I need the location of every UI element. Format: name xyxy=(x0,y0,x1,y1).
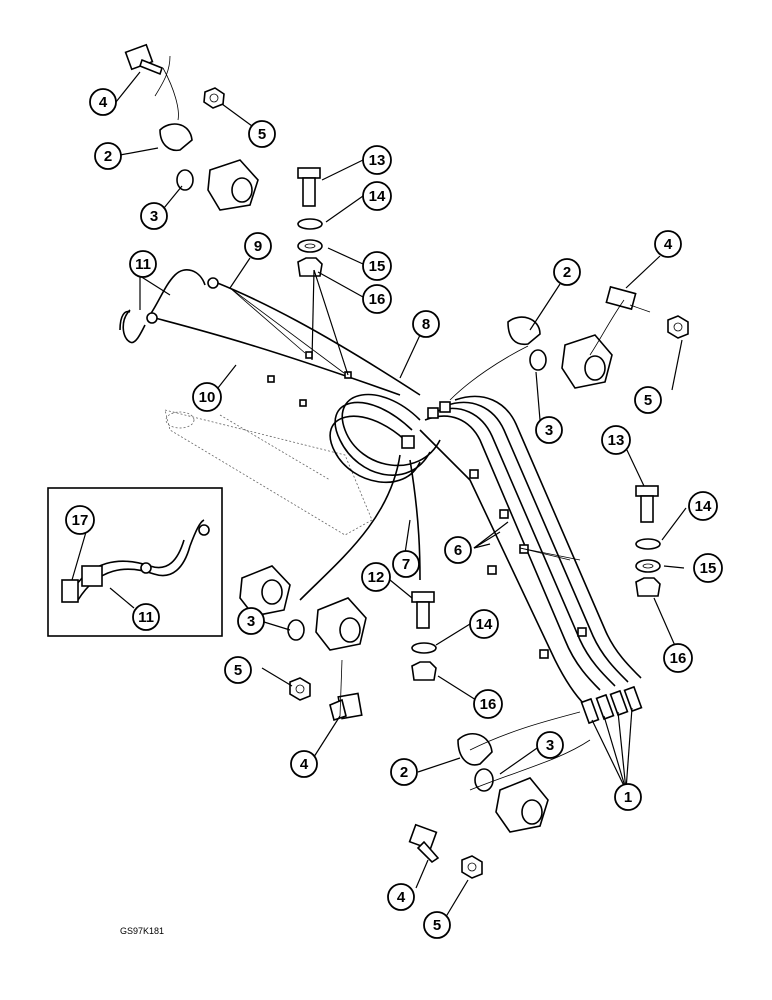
callout-5-lower-left: 5 xyxy=(224,656,252,684)
inset-frame xyxy=(47,487,223,637)
long-tubes xyxy=(119,269,421,407)
flange-group-top-right xyxy=(507,285,689,389)
callout-13-top: 13 xyxy=(362,145,392,175)
callout-4-top-left: 4 xyxy=(89,88,117,116)
callout-11-inset: 11 xyxy=(132,603,160,631)
nut-top-left xyxy=(203,87,225,109)
bolt-stack-top-center xyxy=(297,167,323,277)
callout-11-top: 11 xyxy=(129,250,157,278)
svg-text:5: 5 xyxy=(258,126,266,143)
svg-text:16: 16 xyxy=(670,650,687,667)
callout-6: 6 xyxy=(444,536,472,564)
svg-text:17: 17 xyxy=(72,512,89,529)
svg-text:2: 2 xyxy=(104,148,112,165)
capscrew-shank-top-left xyxy=(139,58,163,76)
callout-4-bottom: 4 xyxy=(387,883,415,911)
svg-text:7: 7 xyxy=(402,556,410,573)
callout-10: 10 xyxy=(192,382,222,412)
callout-5-top-left: 5 xyxy=(248,120,276,148)
callout-3-top-left: 3 xyxy=(140,202,168,230)
svg-text:11: 11 xyxy=(135,256,151,273)
svg-text:14: 14 xyxy=(695,498,712,515)
svg-text:14: 14 xyxy=(476,616,493,633)
callout-15-right: 15 xyxy=(693,553,723,583)
callout-17: 17 xyxy=(65,505,95,535)
svg-text:5: 5 xyxy=(234,662,242,679)
callout-16-right: 16 xyxy=(663,643,693,673)
flange-group-bottom xyxy=(408,732,549,879)
boom-outline xyxy=(164,409,373,536)
pipe-bundle xyxy=(419,395,643,725)
callout-7: 7 xyxy=(392,550,420,578)
svg-text:3: 3 xyxy=(546,737,554,754)
svg-text:13: 13 xyxy=(608,432,625,449)
callout-5-bottom: 5 xyxy=(423,911,451,939)
callout-3-lower-left: 3 xyxy=(237,607,265,635)
svg-text:2: 2 xyxy=(400,764,408,781)
svg-text:4: 4 xyxy=(397,889,406,906)
svg-text:3: 3 xyxy=(150,208,158,225)
svg-text:3: 3 xyxy=(247,613,255,630)
svg-text:2: 2 xyxy=(563,264,571,281)
callout-1: 1 xyxy=(614,783,642,811)
svg-text:6: 6 xyxy=(454,542,462,559)
callout-3-top-right: 3 xyxy=(535,416,563,444)
svg-text:4: 4 xyxy=(664,236,673,253)
callout-16-top: 16 xyxy=(362,284,392,314)
svg-text:15: 15 xyxy=(700,560,717,577)
svg-text:16: 16 xyxy=(480,696,497,713)
svg-text:15: 15 xyxy=(369,258,386,275)
callouts: 4 5 2 3 13 14 9 15 xyxy=(65,88,723,939)
callout-14-center: 14 xyxy=(469,609,499,639)
callout-14-right: 14 xyxy=(688,491,718,521)
svg-text:10: 10 xyxy=(199,389,216,406)
svg-text:1: 1 xyxy=(624,789,632,806)
svg-text:14: 14 xyxy=(369,188,386,205)
svg-text:4: 4 xyxy=(300,756,309,773)
callout-13-right: 13 xyxy=(601,425,631,455)
svg-text:8: 8 xyxy=(422,316,430,333)
callout-2-top-right: 2 xyxy=(553,258,581,286)
figure-code: GS97K181 xyxy=(120,926,164,936)
callout-8: 8 xyxy=(412,310,440,338)
bolt-stack-center xyxy=(411,591,437,681)
leader-lines xyxy=(115,55,687,921)
callout-4-top-right: 4 xyxy=(654,230,682,258)
o-ring-top-left xyxy=(176,169,194,191)
callout-14-top: 14 xyxy=(362,181,392,211)
svg-text:5: 5 xyxy=(644,392,652,409)
callout-4-lower-left: 4 xyxy=(290,750,318,778)
callout-3-bottom: 3 xyxy=(536,731,564,759)
svg-text:12: 12 xyxy=(368,569,385,586)
bolt-stack-right xyxy=(635,485,661,597)
flange-group-lower-left xyxy=(239,565,367,722)
looped-hoses xyxy=(299,393,451,601)
svg-text:11: 11 xyxy=(138,609,154,626)
svg-text:13: 13 xyxy=(369,152,386,169)
callout-15-top: 15 xyxy=(362,251,392,281)
callout-16-center: 16 xyxy=(473,689,503,719)
inset-solenoid xyxy=(61,579,79,603)
flange-group-top-left xyxy=(124,43,259,211)
callout-2-bottom: 2 xyxy=(390,758,418,786)
svg-text:16: 16 xyxy=(369,291,386,308)
half-flange-top-left xyxy=(159,123,193,152)
callout-2-top-left: 2 xyxy=(94,142,122,170)
svg-text:3: 3 xyxy=(545,422,553,439)
callout-9: 9 xyxy=(244,232,272,260)
callout-5-top-right: 5 xyxy=(634,386,662,414)
callout-12: 12 xyxy=(361,562,391,592)
inset-detail xyxy=(47,487,223,637)
svg-text:9: 9 xyxy=(254,238,262,255)
svg-text:5: 5 xyxy=(433,917,441,934)
svg-text:4: 4 xyxy=(99,94,108,111)
